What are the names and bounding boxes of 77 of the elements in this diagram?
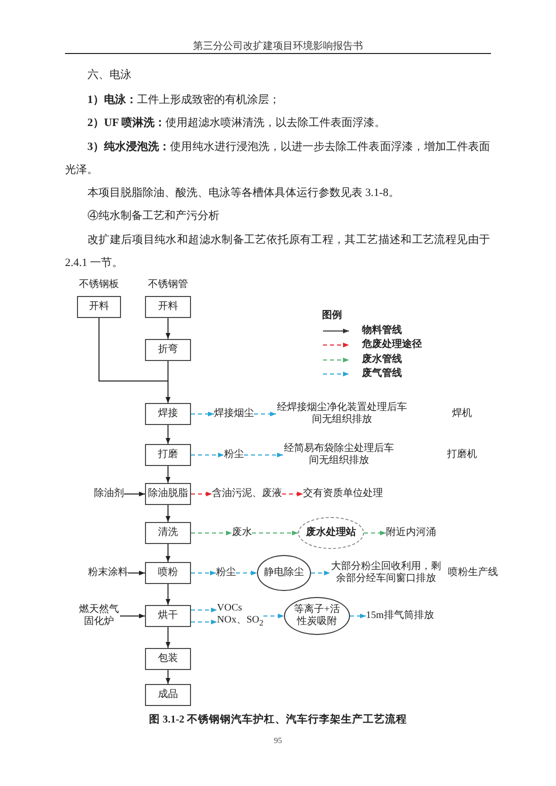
arrow [166,584,170,606]
treatment-ellipse: 等离子+活性炭吸附 [284,597,350,635]
dashed-arrow [190,412,214,416]
legend-text: 物料管线 [362,325,402,337]
pollutant-text: 粉尘 [216,567,236,579]
body-paragraph: 本项目脱脂除油、酸洗、电泳等各槽体具体运行参数见表 3.1-8。 [86,186,400,200]
dashed-arrow [190,452,224,458]
material-label: 不锈钢板 [79,279,119,291]
disposal-text: 交有资质单位处理 [303,488,383,500]
treatment-ellipse: 废水处理站 [298,517,364,549]
body-paragraph: 改扩建后项目纯水和超滤水制备工艺依托原有工程，其工艺描述和工艺流程见由于 2.4.1 一节。 [65,232,490,270]
page-number: 95 [274,736,282,746]
process-box: 折弯 [145,339,191,361]
pollutant-text: 焊接烟尘 [214,408,254,420]
arrow [166,504,170,522]
section-heading: 六、电泳 [86,68,132,82]
arrow [128,570,146,576]
dashed-arrow [364,530,386,536]
figure-caption: 图 3.1-2 不锈钢钢汽车护杠、汽车行李架生产工艺流程 [148,714,408,726]
dashed-arrow [236,570,258,576]
pollutant-text: VOCs NOx、SO$_{2}$ [217,602,264,630]
disposal-text: 经焊接烟尘净化装置处理后车间无组织排放 [276,402,408,426]
process-box: 包装 [145,648,191,670]
input-text: 除油剂 [94,488,124,500]
dashed-arrow [282,492,304,496]
list-item: 2）UF 喷淋洗：使用超滤水喷淋清洗，以去除工件表面浮漆。 [86,116,386,130]
dashed-arrow [350,614,366,618]
process-box: 除油脱脂 [145,483,191,505]
input-text: 粉末涂料 [88,567,128,579]
process-box: 成品 [145,684,191,706]
dashed-arrow [190,620,218,624]
dashed-arrow [190,530,232,536]
process-box: 喷粉 [145,562,191,584]
arrow [166,626,170,648]
legend-text: 废气管线 [362,368,402,380]
arrow [166,424,170,444]
arrow [166,670,170,684]
legend-text: 废水管线 [362,354,402,366]
pollutant-text: 废水 [232,527,252,539]
dashed-arrow [310,570,330,576]
legend-text: 危废处理途径 [362,339,422,352]
arrow [120,614,146,618]
treatment-ellipse: 静电除尘 [257,555,311,591]
equipment-label: 打磨机 [447,449,477,461]
process-box: 打磨 [145,444,191,466]
dashed-arrow [254,412,276,416]
dashed-arrow [244,452,284,458]
dashed-arrow [252,530,298,536]
process-box: 清洗 [145,522,191,544]
disposal-text: 15m排气筒排放 [366,610,434,622]
pollutant-text: 含油污泥、废液 [212,488,282,500]
arrow [124,492,146,496]
dashed-arrow [190,608,218,612]
dashed-arrow [190,492,212,496]
material-label: 不锈钢管 [148,279,188,291]
equipment-label: 喷粉生产线 [448,567,498,579]
list-item: 1）电泳：工件上形成致密的有机涂层； [86,92,281,108]
arrow [166,360,170,404]
dashed-arrow [190,570,216,576]
disposal-text: 经简易布袋除尘处理后车间无组织排放 [283,443,395,467]
list-item: 3）纯水浸泡洗：使用纯水进行浸泡洗，以进一步去除工件表面浮漆，增加工件表面光泽。 [65,140,490,178]
disposal-text: 大部分粉尘回收利用，剩余部分经车间窗口排放 [330,561,442,585]
input-text: 燃天然气固化炉 [78,604,120,628]
arrow [166,318,170,340]
page-header: 第三分公司改扩建项目环境影响报告书 [193,41,363,53]
process-box: 焊接 [145,403,191,425]
arrow [166,544,170,562]
process-box: 烘干 [145,605,191,627]
equipment-label: 焊机 [452,408,472,420]
arrow [166,466,170,484]
pollutant-text: 粉尘 [224,449,244,461]
process-box: 开料 [145,296,191,318]
process-box: 开料 [77,296,121,318]
legend-title: 图例 [322,310,342,322]
section-heading: ④纯水制备工艺和产污分析 [86,208,220,224]
dashed-arrow [262,614,284,618]
disposal-text: 附近内河涌 [386,527,436,539]
